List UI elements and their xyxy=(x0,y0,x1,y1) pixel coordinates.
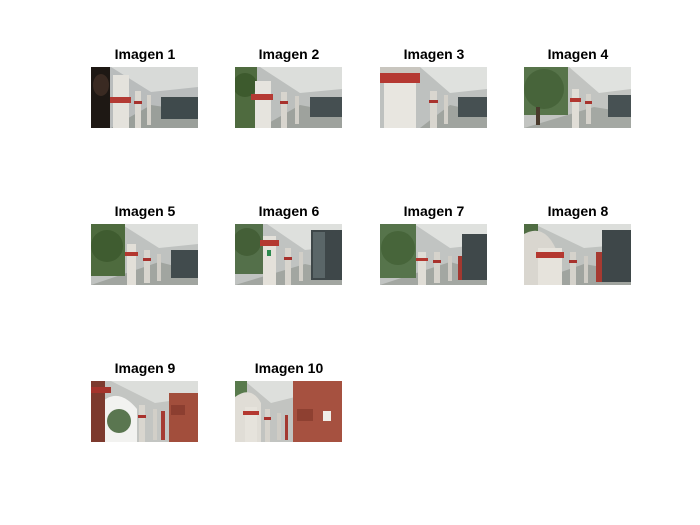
subplot-imagen-9: Imagen 9 xyxy=(91,359,199,442)
subplot-title: Imagen 6 xyxy=(258,203,320,219)
subplot-title: Imagen 1 xyxy=(114,46,176,62)
corridor-photo xyxy=(91,381,198,442)
corridor-photo xyxy=(235,67,342,128)
subplot-title: Imagen 5 xyxy=(114,203,176,219)
subplot-title: Imagen 7 xyxy=(403,203,465,219)
subplot-title: Imagen 10 xyxy=(254,360,324,376)
subplot-title: Imagen 3 xyxy=(403,46,465,62)
subplot-title: Imagen 9 xyxy=(114,360,176,376)
corridor-photo xyxy=(91,67,198,128)
subplot-imagen-4: Imagen 4 xyxy=(524,45,632,128)
subplot-imagen-7: Imagen 7 xyxy=(380,202,488,285)
subplot-title: Imagen 2 xyxy=(258,46,320,62)
corridor-photo xyxy=(524,67,631,128)
corridor-photo xyxy=(380,224,487,285)
corridor-photo xyxy=(235,381,342,442)
subplot-imagen-10: Imagen 10 xyxy=(235,359,343,442)
subplot-title: Imagen 4 xyxy=(547,46,609,62)
subplot-imagen-3: Imagen 3 xyxy=(380,45,488,128)
corridor-photo xyxy=(235,224,342,285)
subplot-imagen-5: Imagen 5 xyxy=(91,202,199,285)
subplot-imagen-6: Imagen 6 xyxy=(235,202,343,285)
subplot-imagen-8: Imagen 8 xyxy=(524,202,632,285)
subplot-imagen-2: Imagen 2 xyxy=(235,45,343,128)
corridor-photo xyxy=(91,224,198,285)
subplot-imagen-1: Imagen 1 xyxy=(91,45,199,128)
subplot-title: Imagen 8 xyxy=(547,203,609,219)
corridor-photo xyxy=(524,224,631,285)
corridor-photo xyxy=(380,67,487,128)
